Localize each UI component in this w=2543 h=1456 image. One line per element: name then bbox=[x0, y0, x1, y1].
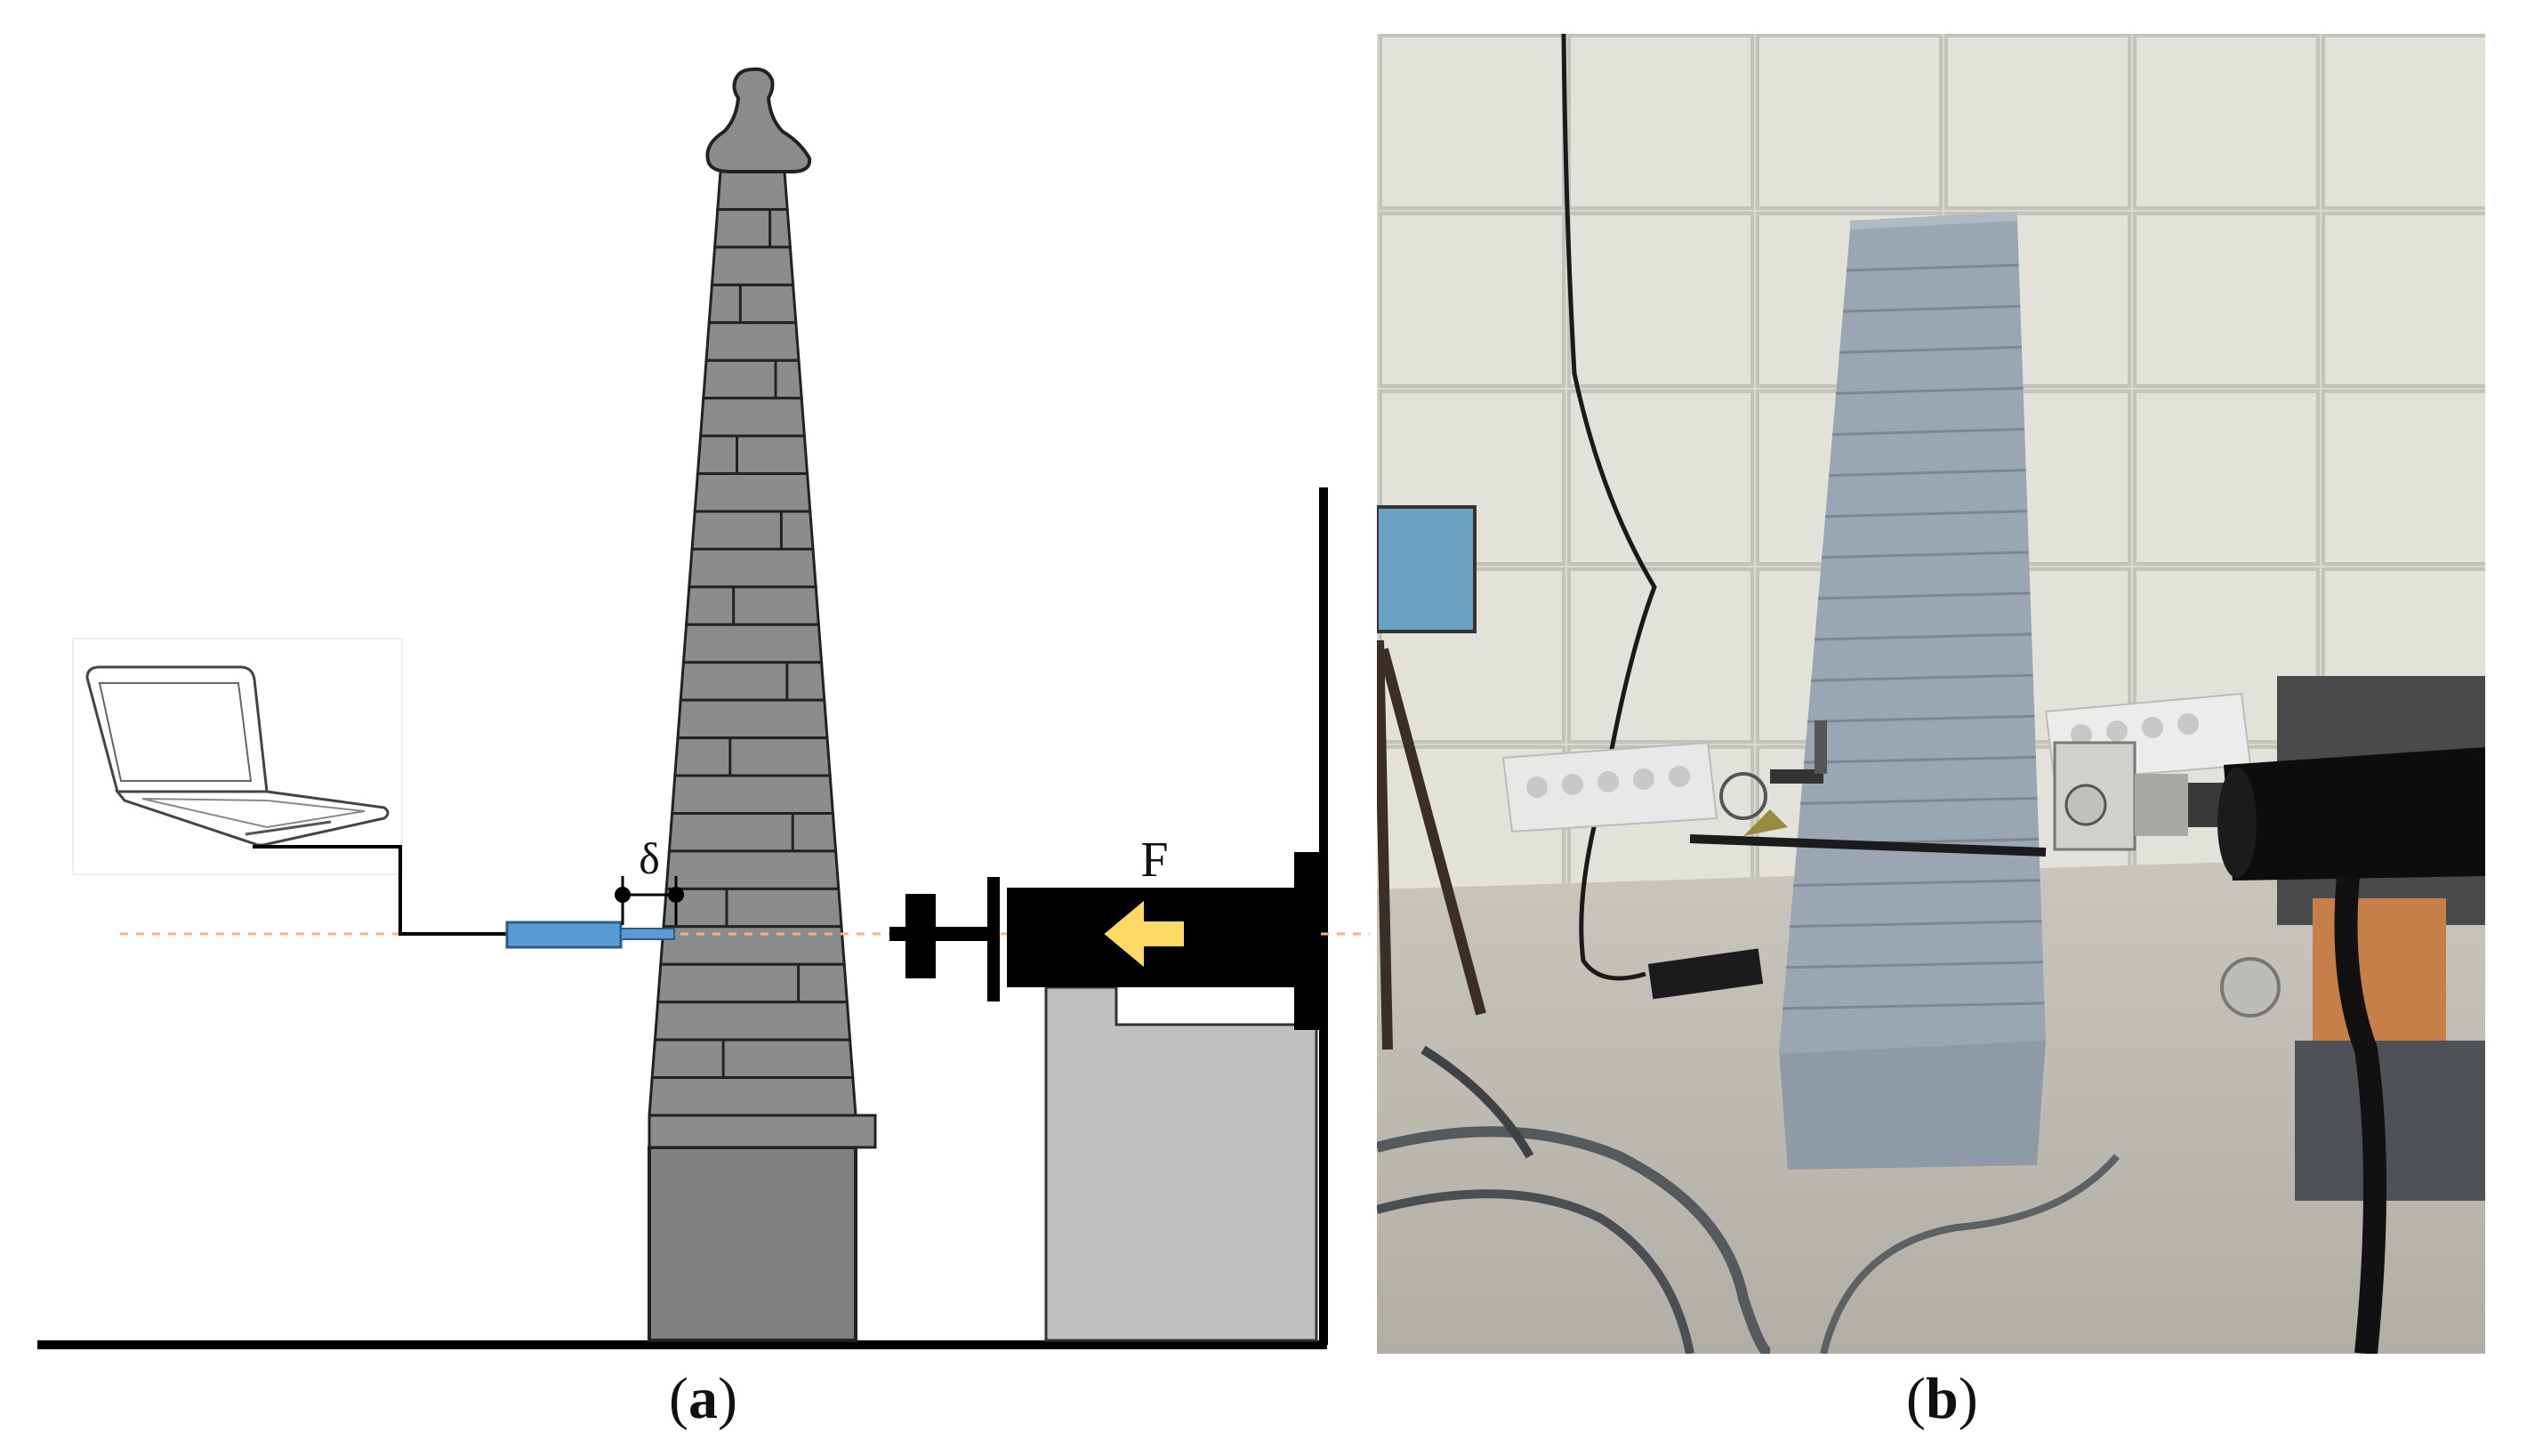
wall-tile bbox=[1567, 212, 1754, 388]
photo-hydraulic-jack bbox=[2217, 676, 2485, 1354]
obelisk-brick-course bbox=[650, 1038, 855, 1080]
wall-tile bbox=[2133, 390, 2320, 566]
wall-tile bbox=[1756, 34, 1943, 210]
photo-lvdt bbox=[1719, 720, 1827, 836]
panel-b-caption: (b) bbox=[1906, 1365, 1978, 1433]
photo-bed-joint bbox=[1842, 304, 2021, 313]
caption-b-open: ( bbox=[1906, 1366, 1926, 1431]
wall-tile bbox=[2133, 212, 2320, 388]
photo-bed-joint bbox=[1792, 879, 2040, 888]
photo-blue-table bbox=[1377, 505, 1477, 633]
sensor-rod bbox=[620, 928, 675, 940]
wall-tile bbox=[1379, 212, 1565, 388]
obelisk-brick-course bbox=[702, 358, 803, 400]
photo-bed-joint bbox=[1821, 551, 2029, 559]
obelisk-brick-course bbox=[716, 170, 789, 211]
obelisk-brick-course bbox=[684, 585, 821, 626]
photo-bed-joint bbox=[1817, 591, 2031, 600]
obelisk-brick-course bbox=[659, 925, 846, 966]
caption-a-open: ( bbox=[669, 1366, 688, 1431]
photo-bed-joint bbox=[1824, 510, 2028, 519]
masonry-base bbox=[648, 1146, 857, 1342]
caption-a-letter: a bbox=[688, 1366, 718, 1431]
photo-obelisk-joints bbox=[1782, 263, 2045, 1010]
photo-loading-head bbox=[2053, 741, 2233, 851]
obelisk-brick-course bbox=[670, 774, 835, 815]
wall-tile bbox=[2322, 390, 2485, 566]
obelisk-brick-course bbox=[696, 434, 809, 476]
obelisk-brick-course bbox=[681, 623, 824, 664]
obelisk-brick-course bbox=[693, 472, 812, 513]
photo-bed-joint bbox=[1835, 386, 2024, 395]
photo-loading-rod bbox=[1689, 834, 2047, 857]
wall-tile bbox=[1567, 567, 1754, 744]
photo-bed-joint bbox=[1789, 920, 2042, 929]
obelisk-brick-course bbox=[698, 397, 807, 438]
obelisk-brick-course bbox=[710, 245, 795, 286]
photo-data-logger bbox=[1647, 948, 1764, 1000]
wall-tile bbox=[1379, 34, 1565, 210]
delta-label: δ bbox=[639, 833, 660, 883]
obelisk-brick-course bbox=[656, 962, 849, 1004]
caption-b-letter: b bbox=[1925, 1366, 1959, 1431]
photo-bed-joint bbox=[1828, 469, 2026, 478]
photo-hollow-brick-left bbox=[1501, 741, 1718, 833]
sensor-cable bbox=[253, 845, 507, 936]
wall-tile bbox=[2133, 34, 2320, 210]
photo-bed-joint bbox=[1814, 632, 2032, 641]
photo-bed-joint bbox=[1799, 796, 2038, 805]
photo-bed-joint bbox=[1803, 755, 2036, 764]
panel-a-caption: (a) bbox=[669, 1365, 737, 1433]
photo-bed-joint bbox=[1839, 345, 2022, 354]
obelisk-brick-course bbox=[712, 207, 793, 249]
photo-hanging-cable bbox=[1561, 34, 1657, 981]
photo-obelisk-base bbox=[1779, 1041, 2046, 1170]
photo-bed-joint bbox=[1807, 714, 2035, 723]
wall-tile bbox=[1567, 34, 1754, 210]
wall-tile bbox=[2322, 212, 2485, 388]
actuator-support-block bbox=[1044, 985, 1318, 1342]
delta-dimension bbox=[615, 876, 684, 925]
photo-bed-joint bbox=[1810, 673, 2033, 682]
obelisk-brick-course bbox=[653, 1001, 852, 1042]
obelisk-brick-course bbox=[662, 887, 843, 929]
obelisk-brick-course bbox=[664, 849, 841, 890]
caption-a-close: ) bbox=[717, 1366, 737, 1431]
obelisk-brick-course bbox=[688, 547, 817, 589]
obelisk-brick-course bbox=[648, 1076, 857, 1117]
photo-bed-joint bbox=[1846, 263, 2019, 272]
obelisk-brick-course bbox=[676, 698, 829, 740]
caption-b-close: ) bbox=[1958, 1366, 1978, 1431]
displacement-sensor-icon bbox=[505, 921, 623, 949]
plinth-brick bbox=[648, 1114, 877, 1149]
panel-a-schematic: δ F bbox=[37, 67, 1370, 1349]
laptop-icon bbox=[72, 638, 403, 875]
wall-tile bbox=[1944, 34, 2131, 210]
wall-tile bbox=[1567, 390, 1754, 566]
force-arrow-icon bbox=[1104, 900, 1184, 968]
obelisk-brick-course bbox=[707, 283, 798, 325]
obelisk-bricks bbox=[648, 170, 857, 1117]
photo-bed-joint bbox=[1782, 1002, 2045, 1010]
force-label: F bbox=[1140, 833, 1168, 888]
obelisk-brick-course bbox=[704, 321, 801, 362]
obelisk-brick-course bbox=[679, 661, 826, 702]
photo-bed-joint bbox=[1831, 428, 2025, 436]
obelisk-brick-course bbox=[690, 510, 815, 551]
obelisk-finial bbox=[705, 67, 812, 173]
obelisk-brick-course bbox=[673, 736, 832, 777]
photo-bed-joint bbox=[1785, 961, 2043, 969]
obelisk-brick-course bbox=[667, 811, 838, 853]
photo-icon bbox=[1377, 34, 2485, 1354]
wall-tile bbox=[2322, 34, 2485, 210]
